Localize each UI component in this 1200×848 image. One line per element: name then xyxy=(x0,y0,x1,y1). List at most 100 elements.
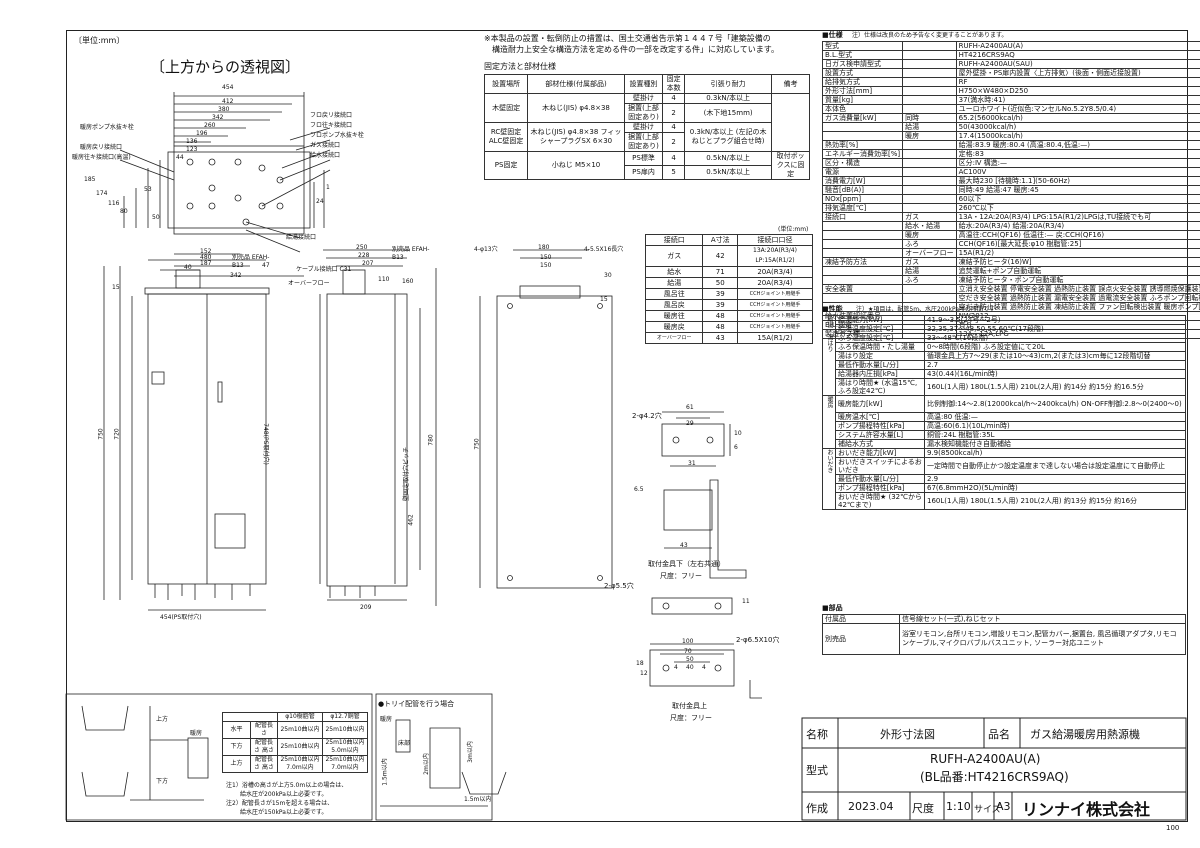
fixing-cell: 木壁固定 xyxy=(483,93,529,123)
spec-cell: 区分:Ⅳ 構造:— xyxy=(955,158,1200,168)
table-row: 消費電力[W]最大時230 [待機時:1.1](50-60Hz) xyxy=(821,176,1200,186)
bracket-dim-12: 12 xyxy=(640,670,648,677)
trap-note2: 注2）配管長さが15mを超える場合は、 xyxy=(226,800,334,807)
performance-cell: 32,35,37〜48,50,55,60℃(17段階) xyxy=(924,324,1186,334)
performance-cell: 43(0.44)(16L/min時) xyxy=(924,369,1186,379)
spec-cell xyxy=(821,248,904,258)
spec-cell xyxy=(821,122,904,132)
label-cable: ケーブル接続口 C31 xyxy=(296,266,352,273)
side-dim-160: 160 xyxy=(402,278,414,285)
spec-title: ■仕様 xyxy=(822,31,843,39)
spec-cell xyxy=(821,293,904,303)
table-row: 湯はり設定循環金具上方7〜29(または10〜43)cm,2(または3)cm毎に1… xyxy=(823,351,1186,361)
bracket-dim-10: 10 xyxy=(734,430,742,437)
bracket-bottom-holes: 2-φ4.2穴 xyxy=(632,412,662,420)
spec-cell: 凍結予防ヒータ(16)W] xyxy=(955,257,1200,267)
bracket-dim-4b: 4 xyxy=(702,664,706,671)
trap-dim1: 1.5m以内 xyxy=(381,758,389,786)
spec-cell: 日ガス検申請型式 xyxy=(821,59,904,69)
connection-cell: 43 xyxy=(702,332,738,344)
parts-cell: 信号線セット(一式),ねじセット xyxy=(899,614,1186,624)
bracket-dim-11: 11 xyxy=(742,598,750,605)
bracket-dim-50: 50 xyxy=(686,656,694,663)
table-row: 給湯器内圧損[kPa]43(0.44)(16L/min時) xyxy=(823,369,1186,379)
trap-lower: 下方 xyxy=(156,778,169,785)
trap-header-cell: φ12.7銅管 xyxy=(322,712,368,722)
rear-dim-180: 180 xyxy=(538,244,550,251)
trap-dim3: 3m以内 xyxy=(466,741,474,763)
label-heating-drain: 暖房ポンプ水抜キ栓 xyxy=(80,124,134,131)
dim-152: 152 xyxy=(200,248,212,255)
spec-cell: 同時 xyxy=(902,113,957,123)
notice-line1: ※本製品の設置・転倒防止の措置は、国土交通省告示第１４４７号「建築設備の xyxy=(484,34,771,43)
performance-cell: 暖房温水[℃] xyxy=(835,412,925,422)
spec-cell xyxy=(902,284,957,294)
spec-cell: ガス xyxy=(902,212,957,222)
performance-cell: 67(6.8mmH2O)(5L/min時) xyxy=(924,483,1186,493)
performance-title: ■性能 xyxy=(822,305,843,313)
trap-dim4: 1.5m以内 xyxy=(464,796,492,803)
spec-cell: 屋外壁掛・PS扉内設置〈上方排気〉(後面・側面近接設置) xyxy=(955,68,1200,78)
spec-cell xyxy=(902,95,957,105)
spec-cell: 凍結予防ヒータ・ポンプ自動運転 xyxy=(955,275,1200,285)
spec-cell xyxy=(821,131,904,141)
spec-cell: 60以下 xyxy=(955,194,1200,204)
spec-cell: 50(43000kcal/h) xyxy=(955,122,1200,132)
spec-cell xyxy=(902,293,957,303)
bracket-dim-61: 61 xyxy=(686,404,694,411)
trap-cell: 上方 xyxy=(222,755,251,773)
front-height-inner: 720 xyxy=(113,428,121,440)
spec-cell: 熱効率[%] xyxy=(821,140,904,150)
side-vertical-text: 壁固定取付穴ピッチ xyxy=(403,446,411,502)
side-remote-label: 別売品 EFAH-B13 xyxy=(392,246,430,261)
model-label: 型式 xyxy=(806,764,828,777)
performance-cell: 33〜48℃(16段階) xyxy=(924,333,1186,343)
table-row: 区分・構造区分:Ⅳ 構造:— xyxy=(821,158,1200,168)
dim-123: 123 xyxy=(186,146,198,153)
scale-label: 尺度 xyxy=(912,802,934,815)
spec-cell: 13A・12A:20A(R3/4) LPG:15A(R1/2)LPGは,TU接続… xyxy=(955,212,1200,222)
spec-cell: 本体色 xyxy=(821,104,904,114)
top-view-label: 〔上方からの透視図〕 xyxy=(150,58,301,76)
fixing-table: 設置場所 部材仕様(付属部品) 設置種別 固定本数 引張り耐力 備考 木壁固定木… xyxy=(483,74,810,180)
spec-cell xyxy=(902,140,957,150)
table-row: 外形寸法[mm]H750×W480×D250 xyxy=(821,86,1200,96)
product-label: 品名 xyxy=(988,728,1010,741)
bracket-side: 6.5 xyxy=(634,486,644,493)
performance-cell: 160L(1人用) 180L(1.5人用) 210L(2人用) 約14分 約15… xyxy=(924,378,1186,396)
trap-note1: 注1）浴槽の高さが上方5.0m以上の場合は、 xyxy=(226,782,348,789)
front-height-total: 750 xyxy=(97,428,105,440)
trap-cell: 25m10曲以内 xyxy=(277,738,323,756)
fixing-cell: 0.3kN/本以上 (左記の木ねじとプラグ組合せ時) xyxy=(683,122,773,152)
table-row: システム許容水量[L]銅管:24L 樹脂管:35L xyxy=(823,430,1186,440)
spec-cell xyxy=(902,194,957,204)
trap-note1b: 給水圧が200kPa以上必要です。 xyxy=(240,791,328,798)
dim-v-1: 1 xyxy=(326,184,330,191)
spec-cell xyxy=(821,221,904,231)
dim-412: 412 xyxy=(222,98,234,105)
trap-shape xyxy=(65,693,507,821)
connection-cell: 15A(R1/2) xyxy=(737,332,813,344)
side-height: 780 xyxy=(427,434,435,446)
parts-table: 付属品信号線セット(一式),ねじセット 別売品浴室リモコン,台所リモコン,増設リ… xyxy=(822,614,1186,655)
front-width: 480 xyxy=(200,254,212,261)
performance-group: 給湯・湯はり xyxy=(822,315,836,396)
size-label: サイズ xyxy=(974,805,1001,815)
spec-cell: RUFH-A2400AU(SAU) xyxy=(955,59,1200,69)
bracket-top-holes1: 2-φ5.5穴 xyxy=(604,582,634,590)
dim-v-50: 50 xyxy=(152,214,160,221)
spec-cell: 15A(R1/2) xyxy=(955,248,1200,258)
performance-cell: 漏水検知機能付き自動補給 xyxy=(924,439,1186,449)
side-inner: 462 xyxy=(407,514,415,526)
spec-cell xyxy=(902,167,957,177)
table-row: ふろ凍結予防ヒータ・ポンプ自動運転 xyxy=(821,275,1200,285)
trap-floor: 床部 xyxy=(398,740,411,747)
label-bath-pump-drain: フロポンプ水抜キ栓 xyxy=(310,132,364,139)
spec-cell: 凍結予防方法 xyxy=(821,257,904,267)
bracket-dim-31: 31 xyxy=(688,460,696,467)
table-row: 騒音[dB(A)]同時:49 給湯:47 暖房:45 xyxy=(821,185,1200,195)
